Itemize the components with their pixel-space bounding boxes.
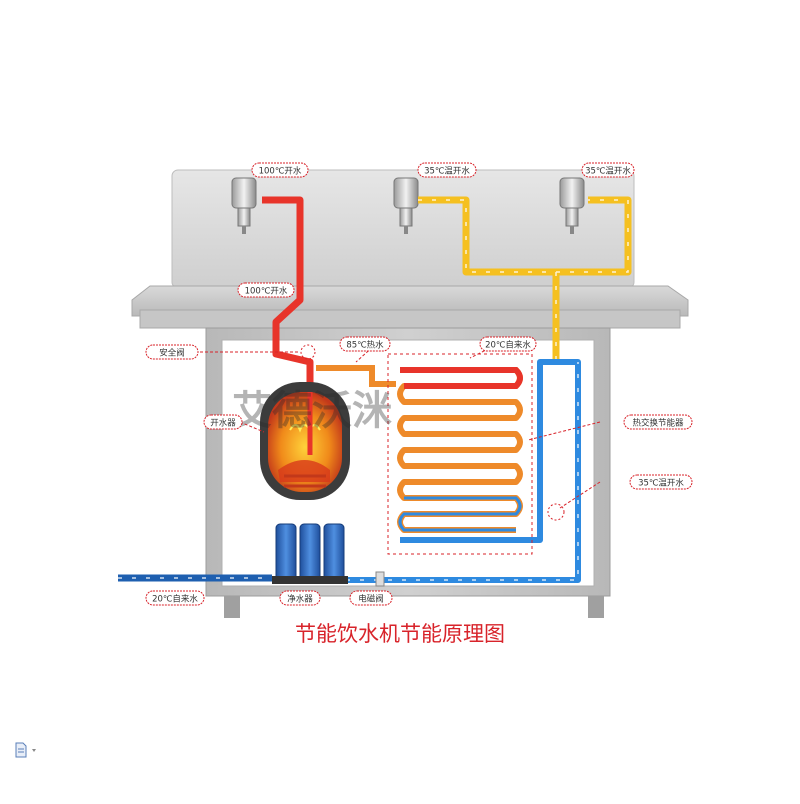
- label-warm-out-text: 35℃温开水: [638, 478, 684, 489]
- boiling-water-pipe: [262, 196, 314, 392]
- solenoid-valve: [375, 571, 385, 587]
- label-pipe-boiling-text: 100℃开水: [245, 286, 288, 297]
- label-tap1: 100℃开水: [251, 162, 309, 178]
- label-boiler: 开水器: [203, 414, 243, 430]
- diagram-caption: 节能饮水机节能原理图: [295, 622, 505, 646]
- heat-exchanger-box: [387, 353, 533, 555]
- safety-valve-marker: [300, 344, 316, 360]
- label-solenoid: 电磁阀: [349, 590, 393, 606]
- label-pipe-boiling: 100℃开水: [237, 282, 295, 298]
- label-tap1-text: 100℃开水: [259, 166, 302, 177]
- heat-exchanger-coil-hot: [400, 367, 523, 389]
- cold-water-pipe-arrows: [118, 362, 579, 581]
- tap-2: [393, 177, 419, 234]
- label-cold-in-bottom-text: 20℃自来水: [152, 594, 198, 605]
- warm-out-marker: [547, 503, 565, 521]
- label-cold-in-top-text: 20℃自来水: [485, 340, 531, 351]
- document-icon: [15, 742, 27, 758]
- warm-water-pipe-arrows: [418, 199, 629, 362]
- label-cold-in-bottom: 20℃自来水: [145, 590, 205, 606]
- boiler-tank: [260, 382, 350, 500]
- label-tap3-text: 35℃温开水: [585, 166, 631, 177]
- label-hot85-text: 85℃热水: [346, 340, 384, 351]
- cabinet-leg-left: [224, 596, 240, 618]
- label-heat-exchanger-text: 热交换节能器: [632, 418, 684, 429]
- label-tap2-text: 35℃温开水: [424, 166, 470, 177]
- cabinet-leg-right: [588, 596, 604, 618]
- label-warm-out: 35℃温开水: [629, 474, 693, 490]
- basin-front: [139, 309, 681, 329]
- label-safety-valve-text: 安全阀: [159, 348, 185, 359]
- water-purifier: [272, 523, 348, 584]
- label-boiler-text: 开水器: [210, 418, 236, 429]
- document-menu[interactable]: [14, 742, 44, 758]
- label-cold-in-top: 20℃自来水: [479, 336, 537, 352]
- label-solenoid-text: 电磁阀: [358, 594, 384, 605]
- label-purifier-text: 净水器: [287, 594, 313, 605]
- label-heat-exchanger: 热交换节能器: [623, 414, 693, 430]
- label-purifier: 净水器: [279, 590, 321, 606]
- label-hot85: 85℃热水: [339, 336, 391, 352]
- label-tap3: 35℃温开水: [581, 162, 635, 178]
- tap-1: [231, 177, 257, 234]
- watermark: 艾德沃洣: [232, 388, 392, 434]
- heat-exchanger-coil-cold: [398, 496, 522, 532]
- hot-water-pipe: [316, 365, 396, 387]
- cold-water-pipe: [346, 359, 581, 583]
- tap-3: [559, 177, 585, 234]
- label-safety-valve: 安全阀: [145, 344, 199, 360]
- label-tap2: 35℃温开水: [417, 162, 477, 178]
- chevron-down-icon: [32, 749, 36, 752]
